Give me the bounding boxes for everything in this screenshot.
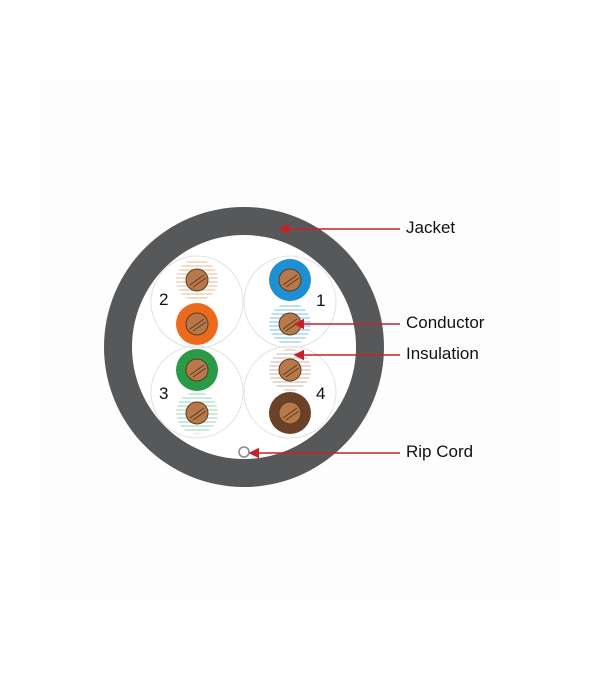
pair-number-4: 4 (316, 384, 326, 403)
pair-number-2: 2 (159, 290, 169, 309)
pair-2-outline (150, 255, 244, 349)
pair-1-wires (269, 259, 311, 345)
rip-cord-label: Rip Cord (406, 442, 474, 461)
pair-4-wires (269, 349, 311, 434)
jacket-label: Jacket (406, 218, 456, 237)
pair-number-3: 3 (159, 384, 169, 403)
pair-3-outline (150, 345, 244, 439)
pair-4-outline (243, 345, 337, 439)
pair-3-wires (176, 349, 218, 434)
pair-1-outline (243, 255, 337, 349)
insulation-label: Insulation (406, 344, 479, 363)
pair-number-1: 1 (316, 291, 326, 310)
rip-cord (238, 446, 250, 458)
pair-2-wires (176, 259, 218, 345)
conductor-label: Conductor (406, 313, 485, 332)
